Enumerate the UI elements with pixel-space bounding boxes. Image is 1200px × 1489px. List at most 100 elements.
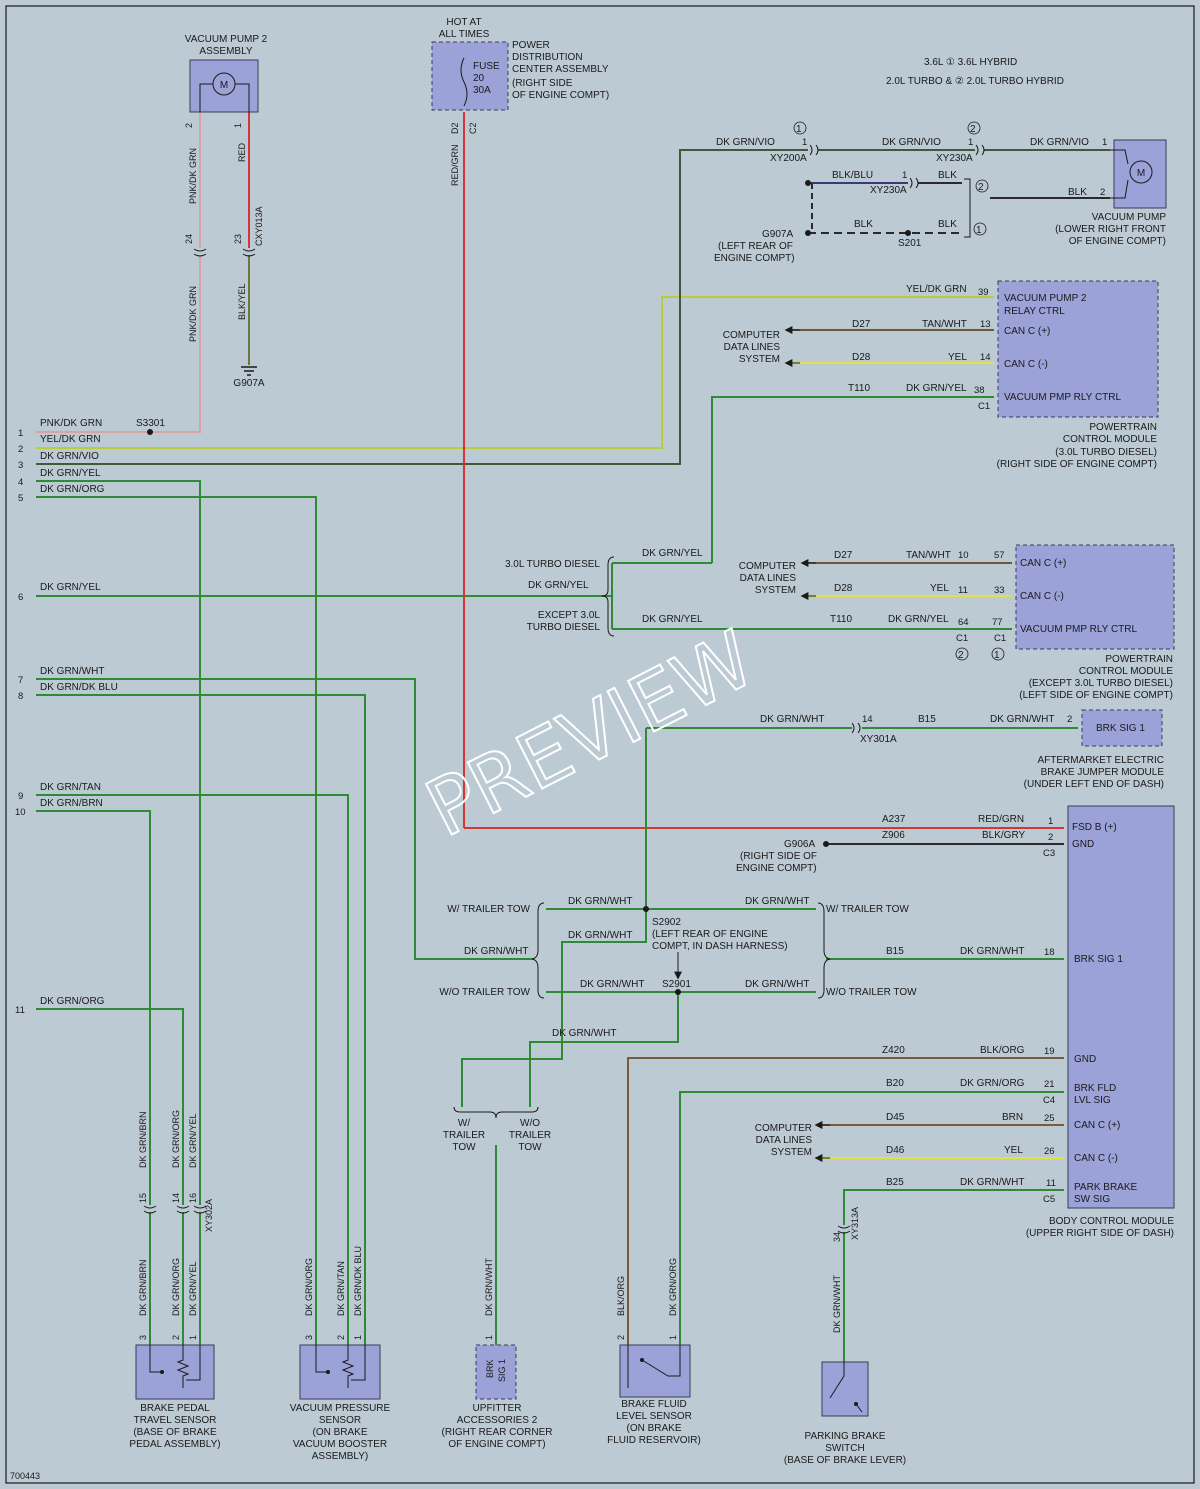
pcmo-title-3: (EXCEPT 3.0L TURBO DIESEL) (1029, 678, 1173, 689)
vp-pin2: 2 (1100, 187, 1105, 198)
vp2-pin23: 23 (233, 234, 243, 244)
bracket-right-tow (817, 902, 831, 999)
pcmo-f77: VACUUM PMP RLY CTRL (1020, 624, 1137, 635)
bcm-b25: B25 (886, 1177, 904, 1188)
bcm-c5: C5 (1043, 1194, 1055, 1205)
can-arrows (674, 326, 830, 1162)
bf-switch (627, 1345, 681, 1388)
pdc-title-5: OF ENGINE COMPT) (512, 90, 609, 101)
vacuum-pump-2-box (189, 59, 259, 113)
vp2-wire-d: BLK/YEL (237, 283, 247, 320)
pcmd-t110: T110 (848, 383, 870, 394)
bcm-g906a-2: ENGINE COMPT) (736, 863, 817, 874)
bj-p2: 2 (1067, 714, 1072, 725)
bcm-f25: CAN C (+) (1074, 1120, 1120, 1131)
lw-9: DK GRN/TAN (40, 782, 101, 793)
pin-3: 3 (18, 460, 23, 471)
pin-10: 10 (15, 807, 26, 818)
sp-we: DK GRN/WHT (580, 979, 644, 990)
sp-wtt-2: W/ TRAILER TOW (826, 904, 909, 915)
wire-pnk-dkgrn (36, 255, 201, 433)
pdc-box (431, 41, 509, 111)
vp2-motor: M (220, 80, 228, 91)
sp-wd: DK GRN/WHT (464, 946, 528, 957)
wire-dkgrn-wht-7 (36, 678, 534, 960)
pcmo-p33: 33 (994, 585, 1005, 596)
pcmo-c1b: C1 (994, 633, 1006, 644)
pcmo-ex2: TURBO DIESEL (527, 622, 601, 633)
pcmd-w39: YEL/DK GRN (906, 284, 967, 295)
wire-blk-org-19 (627, 1057, 1064, 1345)
pcmd-p38: 38 (974, 385, 985, 396)
brake-pedal-sensor-box (135, 1344, 215, 1400)
bracket-pcm-other (601, 556, 615, 637)
vp-w2: DK GRN/VIO (882, 137, 941, 148)
splice-dots (147, 180, 911, 995)
vs-p1: 1 (353, 1335, 363, 1340)
up-w: DK GRN/WHT (484, 1258, 494, 1316)
bf-t2: LEVEL SENSOR (616, 1411, 692, 1422)
bp-p16: 16 (188, 1193, 198, 1203)
dot-blkblu (805, 180, 811, 186)
lw-6: DK GRN/YEL (40, 582, 101, 593)
pb-t2: SWITCH (825, 1443, 864, 1454)
pcmd-w14: YEL (948, 352, 967, 363)
pcmo-v2: 2 (958, 650, 964, 661)
pin-11: 11 (15, 1005, 25, 1016)
bj-title-3: (UNDER LEFT END OF DASH) (1024, 779, 1164, 790)
pb-t3: (BASE OF BRAKE LEVER) (784, 1455, 906, 1466)
dot-s2901 (675, 989, 681, 995)
conn-xy301a (851, 722, 861, 734)
bcm-d46: D46 (886, 1145, 905, 1156)
pin-2: 2 (18, 444, 23, 455)
bcm-cds3: SYSTEM (771, 1147, 812, 1158)
wire-dkgrn-org-21 (679, 1091, 1064, 1345)
pcmo-wc: DK GRN/YEL (642, 614, 703, 625)
bp-p2: 2 (171, 1335, 181, 1340)
pcmd-p14: 14 (980, 352, 991, 363)
pcmo-c1a: C1 (956, 633, 968, 644)
sp-wg: DK GRN/WHT (552, 1028, 616, 1039)
labels: 1 2 3 4 5 6 7 8 9 10 11 PNK/DK GRN S3301… (10, 17, 1174, 1481)
bp-t4: PEDAL ASSEMBLY) (129, 1439, 220, 1450)
sp-wot1: W/O (520, 1118, 540, 1129)
dot-s2902 (643, 906, 649, 912)
vp-motor-leads (1110, 149, 1129, 199)
pcmo-w64: DK GRN/YEL (888, 614, 949, 625)
pdc-f30a: 30A (473, 85, 491, 96)
wire-pcm-diesel-38 (711, 396, 994, 563)
pcmo-p11: 11 (958, 585, 968, 596)
vp-c3: 2 (978, 182, 984, 193)
up-t3: (RIGHT REAR CORNER (442, 1427, 553, 1438)
vs-p2: 2 (336, 1335, 346, 1340)
bp-p3: 3 (138, 1335, 148, 1340)
bj-f: BRK SIG 1 (1096, 723, 1145, 734)
bcm-title-1: BODY CONTROL MODULE (1049, 1216, 1174, 1227)
pcmo-title-4: (LEFT SIDE OF ENGINE COMPT) (1019, 690, 1173, 701)
pdc-fuse: FUSE (473, 61, 500, 72)
bcm-a237: A237 (882, 814, 906, 825)
vp2-wire-b: RED (237, 142, 247, 162)
pcmo-w11: YEL (930, 583, 949, 594)
vp-pin1c: 1 (1102, 137, 1107, 148)
vp-w1: DK GRN/VIO (716, 137, 775, 148)
vacuum-pump-box (1113, 139, 1167, 209)
pcmo-p77: 77 (992, 617, 1003, 628)
pcmo-title-1: POWERTRAIN (1105, 654, 1173, 665)
sp-wot3: TOW (518, 1142, 542, 1153)
bcm-p18: 18 (1044, 947, 1055, 958)
pcmd-cds3: SYSTEM (739, 354, 780, 365)
sp-wt1: W/ (458, 1118, 470, 1129)
vp-blk4: BLK (938, 219, 957, 230)
wire-dkgrn-dkblu-8 (36, 694, 366, 1345)
pdc-title-1: POWER (512, 40, 550, 51)
bf-dot (640, 1358, 644, 1362)
pdc-title-4: (RIGHT SIDE (512, 78, 573, 89)
bcm-p19: 19 (1044, 1046, 1055, 1057)
bcm-w26: YEL (1004, 1145, 1023, 1156)
brake-jumper-box (1081, 709, 1163, 747)
vs-dot (326, 1370, 330, 1374)
vp-s201: S201 (898, 238, 922, 249)
legend-1: 3.6L ① 3.6L HYBRID (924, 57, 1017, 68)
